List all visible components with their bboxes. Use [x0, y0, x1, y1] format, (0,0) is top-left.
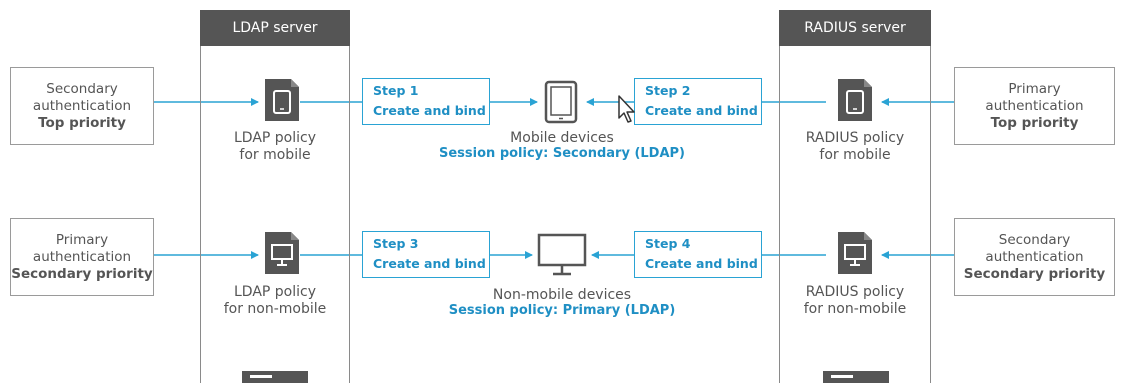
step-action: Create and bind [645, 103, 758, 118]
step-action: Create and bind [373, 103, 486, 118]
step-2-box: Step 2 Create and bind [634, 78, 762, 125]
auth-priority: Top priority [38, 114, 126, 131]
step-4-box: Step 4 Create and bind [634, 231, 762, 278]
policy-name: RADIUS policy [805, 284, 905, 300]
auth-word: authentication [985, 97, 1084, 114]
radius-server-icon [823, 371, 889, 383]
radius-policy-mobile-label: RADIUS policy for mobile [779, 130, 931, 164]
step-action: Create and bind [645, 256, 758, 271]
mobile-policy-document-icon [838, 79, 872, 121]
radius-server-column [779, 10, 931, 383]
policy-target: for mobile [239, 147, 311, 163]
policy-target: for mobile [819, 147, 891, 163]
ldap-policy-nonmobile-label: LDAP policy for non-mobile [200, 284, 350, 318]
left-auth-box-2: Primary authentication Secondary priorit… [10, 218, 154, 296]
ldap-server-header: LDAP server [200, 10, 350, 46]
step-label: Step 3 [373, 236, 419, 251]
right-auth-box-2: Secondary authentication Secondary prior… [954, 218, 1115, 296]
ldap-policy-mobile-label: LDAP policy for mobile [200, 130, 350, 164]
left-auth-box-1: Secondary authentication Top priority [10, 67, 154, 145]
auth-word: authentication [32, 248, 132, 265]
step-action: Create and bind [373, 256, 486, 271]
step-label: Step 4 [645, 236, 691, 251]
ldap-server-icon [242, 371, 308, 383]
mobile-devices-label: Mobile devices [510, 130, 614, 146]
desktop-policy-document-icon [265, 232, 299, 274]
radius-policy-nonmobile-label: RADIUS policy for non-mobile [779, 284, 931, 318]
policy-name: LDAP policy [233, 284, 317, 300]
radius-server-title: RADIUS server [804, 20, 906, 36]
auth-type: Secondary [46, 80, 118, 97]
auth-priority: Secondary priority [963, 265, 1106, 282]
mobile-session-policy: Session policy: Secondary (LDAP) [439, 146, 685, 161]
mobile-policy-document-icon [265, 79, 299, 121]
auth-type: Secondary [998, 231, 1071, 248]
auth-type: Primary [55, 231, 109, 248]
policy-name: LDAP policy [233, 130, 317, 146]
step-label: Step 2 [645, 83, 691, 98]
ldap-server-title: LDAP server [232, 20, 318, 36]
policy-target: for non-mobile [803, 301, 907, 317]
auth-priority: Secondary priority [11, 265, 153, 282]
step-1-box: Step 1 Create and bind [362, 78, 490, 125]
nonmobile-devices-label: Non-mobile devices [492, 287, 632, 303]
auth-priority: Top priority [990, 114, 1079, 131]
desktop-policy-document-icon [838, 232, 872, 274]
monitor-icon [537, 233, 587, 276]
auth-type: Primary [1008, 80, 1061, 97]
auth-word: authentication [985, 248, 1084, 265]
step-label: Step 1 [373, 83, 419, 98]
radius-server-header: RADIUS server [779, 10, 931, 46]
nonmobile-session-policy: Session policy: Primary (LDAP) [448, 303, 676, 318]
ldap-server-column [200, 10, 350, 383]
auth-word: authentication [32, 97, 132, 114]
policy-target: for non-mobile [223, 301, 327, 317]
cursor-arrow-icon [618, 95, 635, 123]
tablet-icon [544, 80, 578, 124]
policy-name: RADIUS policy [805, 130, 905, 146]
right-auth-box-1: Primary authentication Top priority [954, 67, 1115, 145]
step-3-box: Step 3 Create and bind [362, 231, 490, 278]
